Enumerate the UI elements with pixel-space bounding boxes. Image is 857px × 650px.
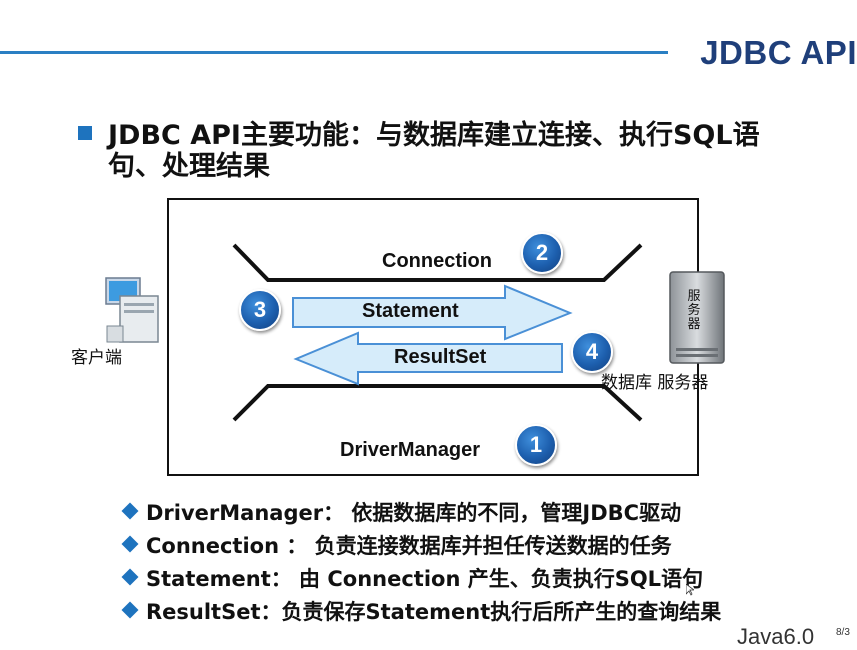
step-badge-3: 3 (239, 289, 281, 331)
diamond-bullet-icon (121, 502, 139, 520)
step-badge-4: 4 (571, 331, 613, 373)
diagram-frame (167, 198, 699, 476)
bullet-list: DriverManager： 依据数据库的不同，管理JDBC驱动 Connect… (121, 497, 842, 629)
resultset-label: ResultSet (394, 346, 487, 368)
resultset-arrow (293, 331, 563, 386)
title-rule (0, 51, 668, 54)
main-point-text: JDBC API主要功能：与数据库建立连接、执行SQL语句、处理结果 (108, 120, 760, 182)
server-icon (669, 271, 725, 364)
diamond-bullet-icon (121, 535, 139, 553)
drivermanager-label: DriverManager (340, 439, 481, 461)
step-badge-1: 1 (515, 424, 557, 466)
page-number: 8/3 (836, 627, 850, 638)
connection-pipe-bottom (232, 384, 643, 422)
list-item-text: Connection ： 负责连接数据库并担任传送数据的任务 (146, 534, 672, 558)
statement-label: Statement (362, 300, 459, 322)
statement-arrow (292, 284, 573, 341)
diamond-bullet-icon (121, 601, 139, 619)
list-item: Connection ： 负责连接数据库并担任传送数据的任务 (121, 530, 842, 563)
footer-text: Java6.0 (737, 624, 815, 649)
list-item: Statement： 由 Connection 产生、负责执行SQL语句 (121, 563, 842, 596)
connection-label: Connection (382, 250, 492, 272)
list-item: ResultSet：负责保存Statement执行后所产生的查询结果 (121, 596, 842, 629)
client-label: 客户端 (71, 348, 122, 368)
step-badge-2: 2 (521, 232, 563, 274)
server-box-text: 服务器 (687, 289, 701, 332)
slide-title: JDBC API (700, 34, 857, 71)
square-bullet-icon (78, 126, 92, 140)
mouse-cursor-icon (686, 584, 694, 596)
computer-icon (105, 277, 159, 343)
list-item-text: DriverManager： 依据数据库的不同，管理JDBC驱动 (146, 501, 682, 525)
diamond-bullet-icon (121, 568, 139, 586)
server-label: 数据库 服务器 (601, 373, 709, 393)
list-item-text: Statement： 由 Connection 产生、负责执行SQL语句 (146, 567, 704, 591)
list-item-text: ResultSet：负责保存Statement执行后所产生的查询结果 (146, 600, 722, 624)
connection-pipe-top (232, 243, 643, 282)
list-item: DriverManager： 依据数据库的不同，管理JDBC驱动 (121, 497, 842, 530)
